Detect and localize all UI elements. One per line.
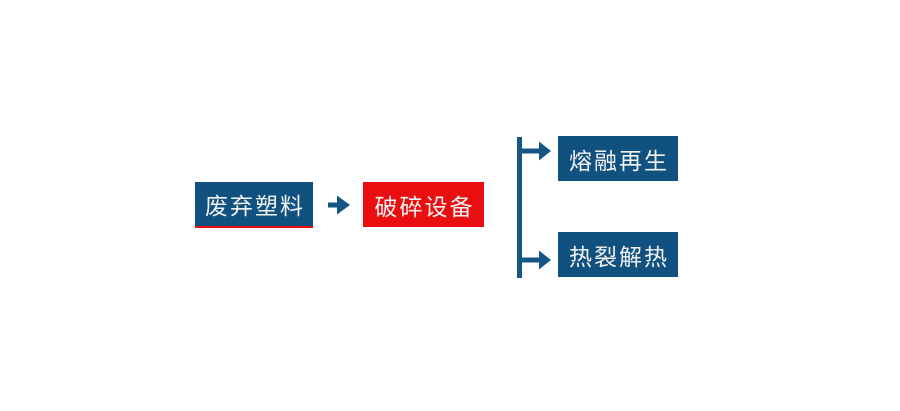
node-pyrolysis-heat-label: 热裂解热 xyxy=(569,243,669,270)
node-crushing-equipment-label: 破碎设备 xyxy=(374,193,475,220)
node-melt-regeneration: 熔融再生 xyxy=(558,136,678,181)
arrowhead-icon xyxy=(539,250,551,270)
node-waste-plastic-label: 废弃塑料 xyxy=(205,193,305,219)
node-pyrolysis-heat: 热裂解热 xyxy=(558,232,678,277)
node-waste-plastic: 废弃塑料 xyxy=(195,182,313,228)
arrowhead-icon xyxy=(539,141,551,161)
node-crushing-equipment: 破碎设备 xyxy=(363,182,484,227)
arrowhead-icon xyxy=(337,195,350,215)
arrow-waste-to-crush xyxy=(328,195,350,215)
node-melt-regeneration-label: 熔融再生 xyxy=(569,147,669,174)
arrow-branch-to-pyrolysis xyxy=(519,250,551,270)
arrow-branch-to-melt xyxy=(519,141,551,161)
